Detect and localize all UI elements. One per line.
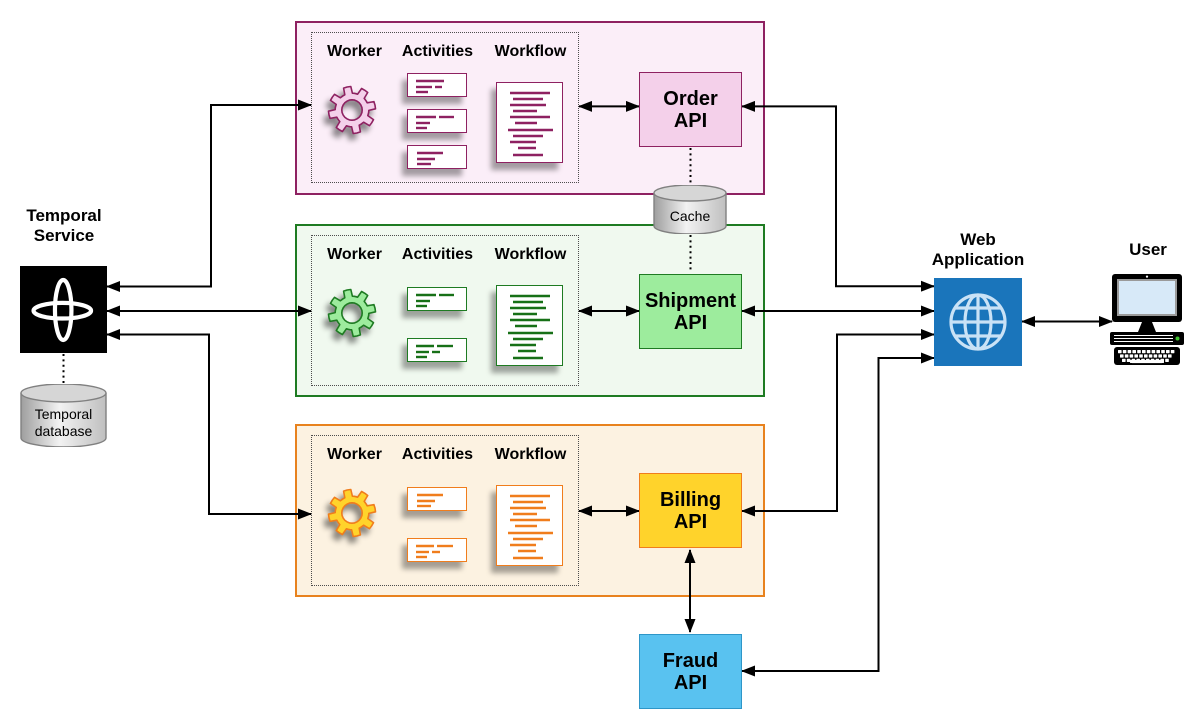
document-text-lines xyxy=(507,91,553,156)
billing-api-box: Billing API xyxy=(639,473,742,548)
user-label: User xyxy=(1129,240,1167,259)
worker-group-pink: Worker Activities Workflow xyxy=(311,32,579,183)
activities-label: Activities xyxy=(401,446,474,463)
temporal-database-label: Temporal database xyxy=(34,406,93,439)
worker-label: Worker xyxy=(327,43,382,60)
activity-box xyxy=(407,73,467,97)
worker-label: Worker xyxy=(327,246,382,263)
green-task-queue-panel: Worker Activities Workflow xyxy=(295,224,765,397)
globe-icon xyxy=(949,293,1007,351)
temporal-service-label: Temporal Service xyxy=(26,206,102,245)
workflow-document-icon xyxy=(496,82,563,163)
computer-icon xyxy=(1110,274,1184,365)
cache-label: Cache xyxy=(669,208,711,224)
activities-label: Activities xyxy=(401,246,474,263)
temporal-logo-icon xyxy=(31,277,94,343)
web-application-label: Web Application xyxy=(931,230,1025,269)
gear-icon xyxy=(327,288,377,338)
activity-box xyxy=(407,287,467,311)
workflow-document-icon xyxy=(496,485,563,566)
connector-fraud-api-webapp xyxy=(741,352,935,677)
worker-label: Worker xyxy=(327,446,382,463)
shipment-api-box: Shipment API xyxy=(639,274,742,349)
workflow-document-icon xyxy=(496,285,563,366)
gear-icon xyxy=(327,488,377,538)
worker-group-green: Worker Activities Workflow xyxy=(311,235,579,386)
connector-temporal-billing-worker xyxy=(106,329,312,520)
fraud-api-box: Fraud API xyxy=(639,634,742,709)
document-text-lines xyxy=(507,294,553,359)
activity-box xyxy=(407,338,467,362)
order-api-box: Order API xyxy=(639,72,742,147)
worker-group-orange: Worker Activities Workflow xyxy=(311,435,579,586)
web-application-node xyxy=(934,278,1022,366)
temporal-service-node xyxy=(20,266,107,353)
activities-label: Activities xyxy=(401,43,474,60)
workflow-label: Workflow xyxy=(494,43,567,60)
activity-box xyxy=(407,538,467,562)
activity-box xyxy=(407,487,467,511)
connector-billing-api-webapp xyxy=(741,329,935,517)
document-text-lines xyxy=(507,494,553,559)
activity-box xyxy=(407,145,467,169)
workflow-label: Workflow xyxy=(494,246,567,263)
temporal-database-icon xyxy=(20,384,107,447)
connector-temporal-order-worker xyxy=(106,99,312,292)
gear-icon xyxy=(327,85,377,135)
connector-order-api-webapp xyxy=(741,100,935,292)
activity-box xyxy=(407,109,467,133)
workflow-label: Workflow xyxy=(494,446,567,463)
cache-cylinder-icon xyxy=(653,185,727,234)
